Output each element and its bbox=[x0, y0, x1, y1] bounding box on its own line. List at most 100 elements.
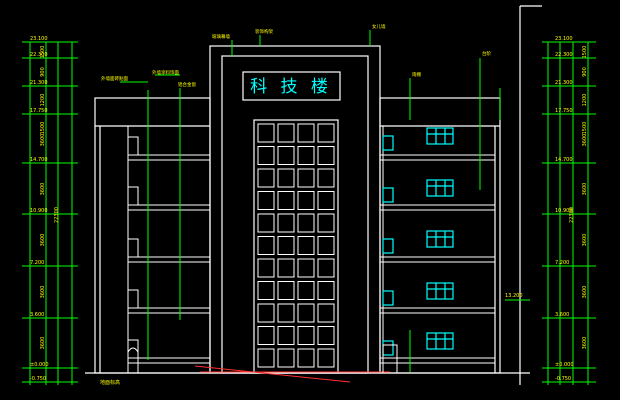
elevation-label: ±0.000 bbox=[30, 362, 49, 368]
balcony-rail bbox=[127, 339, 139, 359]
floor-height-label: 3600 bbox=[40, 183, 46, 196]
small-dim-label: 900 bbox=[40, 67, 46, 77]
total-height-left: 22300 bbox=[54, 207, 60, 223]
curtain-panel bbox=[297, 258, 315, 278]
curtain-panel bbox=[297, 348, 315, 368]
floor-height-label: 3600 bbox=[40, 234, 46, 247]
window bbox=[426, 179, 454, 197]
small-dim-label: 1200 bbox=[582, 94, 588, 107]
curtain-panel bbox=[297, 168, 315, 188]
curtain-panel bbox=[257, 303, 275, 323]
curtain-panel bbox=[257, 281, 275, 300]
elevation-label: -0.750 bbox=[555, 376, 571, 382]
curtain-panel bbox=[297, 303, 315, 323]
elevation-label: 3.600 bbox=[30, 312, 44, 318]
floor-height-label: 3600 bbox=[582, 337, 588, 350]
elevation-label: 17.750 bbox=[30, 108, 48, 114]
curtain-panel bbox=[277, 281, 295, 300]
annotation-label: 女儿墙 bbox=[372, 23, 386, 30]
elevation-label: 22.300 bbox=[30, 52, 48, 58]
curtain-panel bbox=[317, 191, 335, 210]
elevation-label: 23.100 bbox=[30, 36, 48, 42]
floor-height-label: 3600 bbox=[40, 286, 46, 299]
curtain-panel bbox=[297, 326, 315, 345]
curtain-panel bbox=[277, 303, 295, 323]
elevation-label: ±0.000 bbox=[555, 362, 574, 368]
floor-height-label: 3600 bbox=[582, 134, 588, 147]
curtain-panel bbox=[317, 258, 335, 278]
entrance-detail bbox=[127, 344, 398, 374]
elevation-label: 7.200 bbox=[30, 260, 44, 266]
small-dim-label: 900 bbox=[582, 67, 588, 77]
floor-height-label: 3600 bbox=[582, 183, 588, 196]
curtain-panel bbox=[257, 123, 275, 143]
curtain-panel bbox=[257, 348, 275, 368]
window bbox=[426, 127, 454, 145]
wing-windows bbox=[382, 127, 454, 356]
annotation-label: 玻璃幕墙 bbox=[212, 33, 230, 40]
curtain-panel bbox=[277, 326, 295, 345]
elevation-label: 10.900 bbox=[30, 208, 48, 214]
elevation-label: 21.300 bbox=[30, 80, 48, 86]
right-elevation-labels: 23.10022.30021.30017.75014.70010.9007.20… bbox=[555, 36, 574, 382]
floor-height-label: 3600 bbox=[40, 337, 46, 350]
window bbox=[426, 332, 454, 350]
floor-height-label: 3600 bbox=[40, 134, 46, 147]
curtain-panel bbox=[317, 168, 335, 188]
floor-height-dims: 3600 3600 3600 3600 3600 3600 3600 3600 3600 3600… bbox=[40, 46, 588, 350]
elevation-label: 17.750 bbox=[555, 108, 573, 114]
floor-height-label: 3600 bbox=[582, 234, 588, 247]
elevation-label: 3.600 bbox=[555, 312, 569, 318]
total-height-right: 22300 bbox=[569, 207, 575, 223]
curtain-panel bbox=[277, 213, 295, 233]
curtain-panel bbox=[317, 303, 335, 323]
elevation-label: -0.750 bbox=[30, 376, 46, 382]
curtain-panel bbox=[317, 326, 335, 345]
curtain-panel bbox=[297, 236, 315, 255]
small-dim-label: 1200 bbox=[40, 94, 46, 107]
balcony-rail bbox=[127, 289, 139, 309]
small-dim-label: 1500 bbox=[582, 122, 588, 135]
floor-height-label: 3600 bbox=[582, 286, 588, 299]
annotation-label: 外墙面砖贴面 bbox=[101, 75, 128, 82]
balcony-rail bbox=[127, 238, 139, 258]
curtain-panel bbox=[257, 258, 275, 278]
balcony-rail bbox=[127, 136, 139, 156]
small-dim-label: 1500 bbox=[40, 46, 46, 59]
annotation-label: 外墙涂料饰面 bbox=[152, 69, 179, 76]
ground-hatch bbox=[194, 365, 390, 383]
curtain-panel bbox=[277, 146, 295, 165]
side-window bbox=[382, 238, 394, 254]
curtain-panel bbox=[277, 258, 295, 278]
annotation-label: 雨棚 bbox=[412, 71, 421, 78]
elevation-label: 22.300 bbox=[555, 52, 573, 58]
left-elevation-labels: 23.10022.30021.30017.75014.70010.9007.20… bbox=[30, 36, 49, 382]
curtain-panel bbox=[317, 213, 335, 233]
elevation-label: 23.100 bbox=[555, 36, 573, 42]
curtain-panel bbox=[257, 236, 275, 255]
side-window bbox=[382, 187, 394, 203]
curtain-panel bbox=[297, 213, 315, 233]
window bbox=[426, 282, 454, 300]
building-outline bbox=[85, 5, 542, 385]
elevation-label: 21.300 bbox=[555, 80, 573, 86]
curtain-panel bbox=[277, 236, 295, 255]
curtain-panel bbox=[257, 168, 275, 188]
ground-label: 地面标高 bbox=[100, 379, 120, 386]
curtain-panel bbox=[297, 146, 315, 165]
curtain-panel bbox=[277, 168, 295, 188]
annotation-label: 铝合金窗 bbox=[178, 81, 196, 88]
side-window bbox=[382, 135, 394, 151]
curtain-wall-grid bbox=[257, 123, 335, 368]
wing-floor-bands bbox=[127, 126, 495, 373]
curtain-panel bbox=[317, 123, 335, 143]
balcony-rail bbox=[127, 186, 139, 206]
curtain-panel bbox=[297, 191, 315, 210]
annotation-label: 台阶 bbox=[482, 50, 491, 57]
elevation-label: 7.200 bbox=[555, 260, 569, 266]
side-window bbox=[382, 290, 394, 306]
curtain-panel bbox=[257, 146, 275, 165]
curtain-panel bbox=[277, 191, 295, 210]
